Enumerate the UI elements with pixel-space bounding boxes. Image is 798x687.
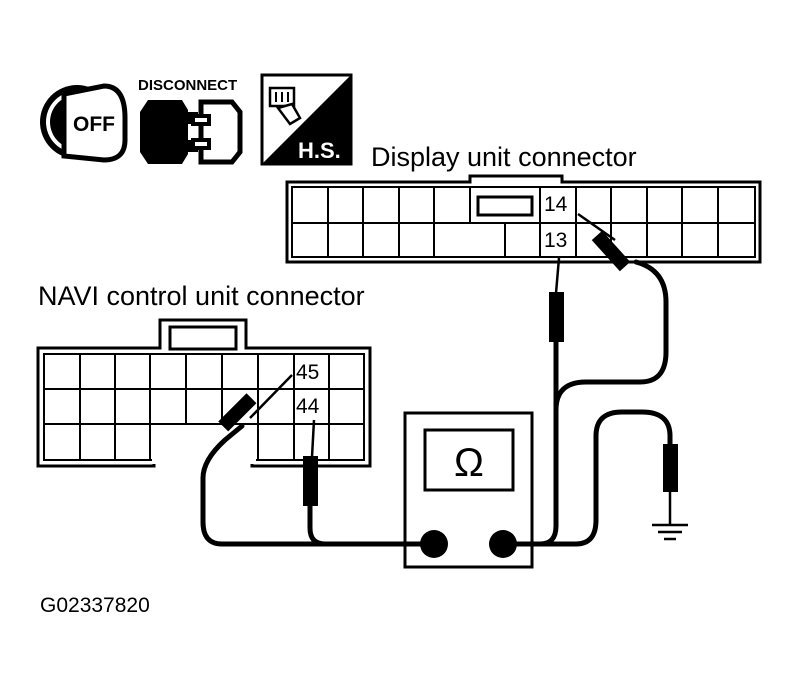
probe-display-13 (549, 257, 564, 342)
ignition-key-icon: OFF (40, 83, 128, 163)
display-pin-13: 13 (543, 229, 569, 252)
harness-side-text: H.S. (298, 138, 341, 163)
ignition-off-text: OFF (73, 113, 115, 136)
test-leads (200, 259, 673, 547)
navi-control-unit-connector (36, 318, 372, 468)
display-unit-connector (285, 174, 762, 264)
disconnect-text: DISCONNECT (138, 77, 237, 94)
navi-connector-label: NAVI control unit connector (38, 281, 365, 311)
navi-pin-44: 44 (295, 395, 321, 418)
display-pin-14: 14 (543, 193, 569, 216)
ohmmeter: Ω (403, 411, 534, 569)
meter-terminal-right (489, 530, 517, 558)
display-connector-label: Display unit connector (371, 142, 637, 172)
ohm-symbol: Ω (454, 441, 484, 485)
ground-icon (652, 523, 688, 541)
harness-side-icon: H.S. (260, 73, 353, 166)
disconnect-connector-icon: DISCONNECT (138, 77, 243, 165)
probe-ground (663, 444, 678, 525)
meter-terminal-left (420, 530, 448, 558)
probe-navi-45 (218, 374, 293, 432)
navi-pin-45: 45 (295, 361, 321, 384)
probe-navi-44 (303, 419, 318, 506)
figure-id: G02337820 (40, 594, 150, 617)
probe-display-14 (577, 212, 631, 272)
